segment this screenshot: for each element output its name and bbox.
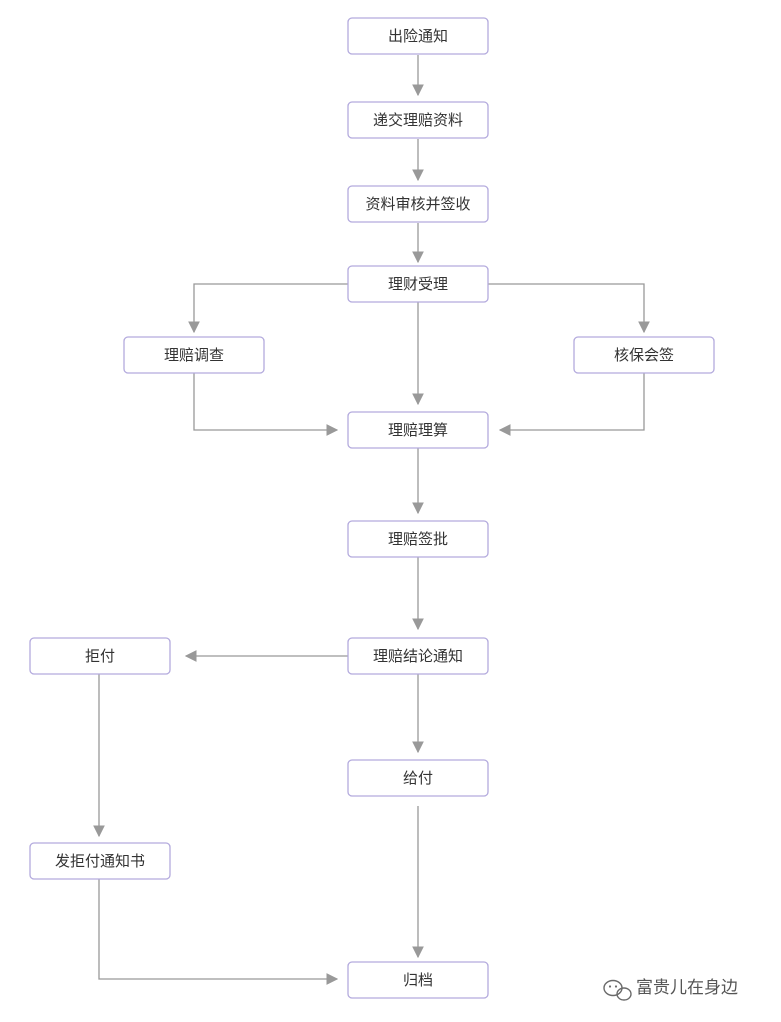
node-label: 理赔结论通知	[373, 647, 463, 665]
node-lipei-lisuan: 理赔理算	[347, 411, 489, 449]
watermark-text: 富贵儿在身边	[636, 978, 738, 998]
watermark: 富贵儿在身边	[603, 978, 738, 1001]
edge-licai-to-diaocha	[188, 283, 348, 334]
node-geifu: 给付	[347, 759, 489, 797]
node-lipei-qianpi: 理赔签批	[347, 520, 489, 558]
node-label: 递交理赔资料	[373, 111, 463, 129]
node-label: 给付	[403, 769, 433, 787]
edge-licai-to-hebao	[488, 283, 650, 334]
node-dijiao-lipei-ziliao: 递交理赔资料	[347, 101, 489, 139]
node-label: 发拒付通知书	[55, 852, 145, 870]
node-label: 归档	[403, 971, 433, 989]
node-jufu: 拒付	[29, 637, 171, 675]
node-label: 理赔理算	[388, 421, 448, 439]
edge-diaocha-to-lisuan	[193, 372, 339, 436]
node-lipei-diaocha: 理赔调查	[123, 336, 265, 374]
node-fa-jufu-tongzhishu: 发拒付通知书	[29, 842, 171, 880]
node-label: 理赔签批	[388, 530, 448, 548]
wechat-icon	[603, 979, 632, 1001]
node-label: 出险通知	[388, 27, 448, 45]
node-hebao-huiqian: 核保会签	[573, 336, 715, 374]
edge-fa-tongzhishu-to-guidang	[98, 879, 339, 985]
edge-hebao-to-lisuan	[498, 372, 645, 436]
node-guidang: 归档	[347, 961, 489, 999]
node-label: 核保会签	[614, 346, 674, 364]
edges	[93, 55, 650, 985]
node-label: 资料审核并签收	[365, 195, 470, 213]
node-lipei-jielun-tongzhi: 理赔结论通知	[347, 637, 489, 675]
node-label: 理赔调查	[164, 346, 224, 364]
node-label: 理财受理	[388, 275, 448, 293]
node-label: 拒付	[85, 647, 115, 665]
node-chuxian-tongzhi: 出险通知	[347, 17, 489, 55]
node-ziliao-shenhe-qianshou: 资料审核并签收	[347, 185, 489, 223]
node-licai-shouli: 理财受理	[347, 265, 489, 303]
